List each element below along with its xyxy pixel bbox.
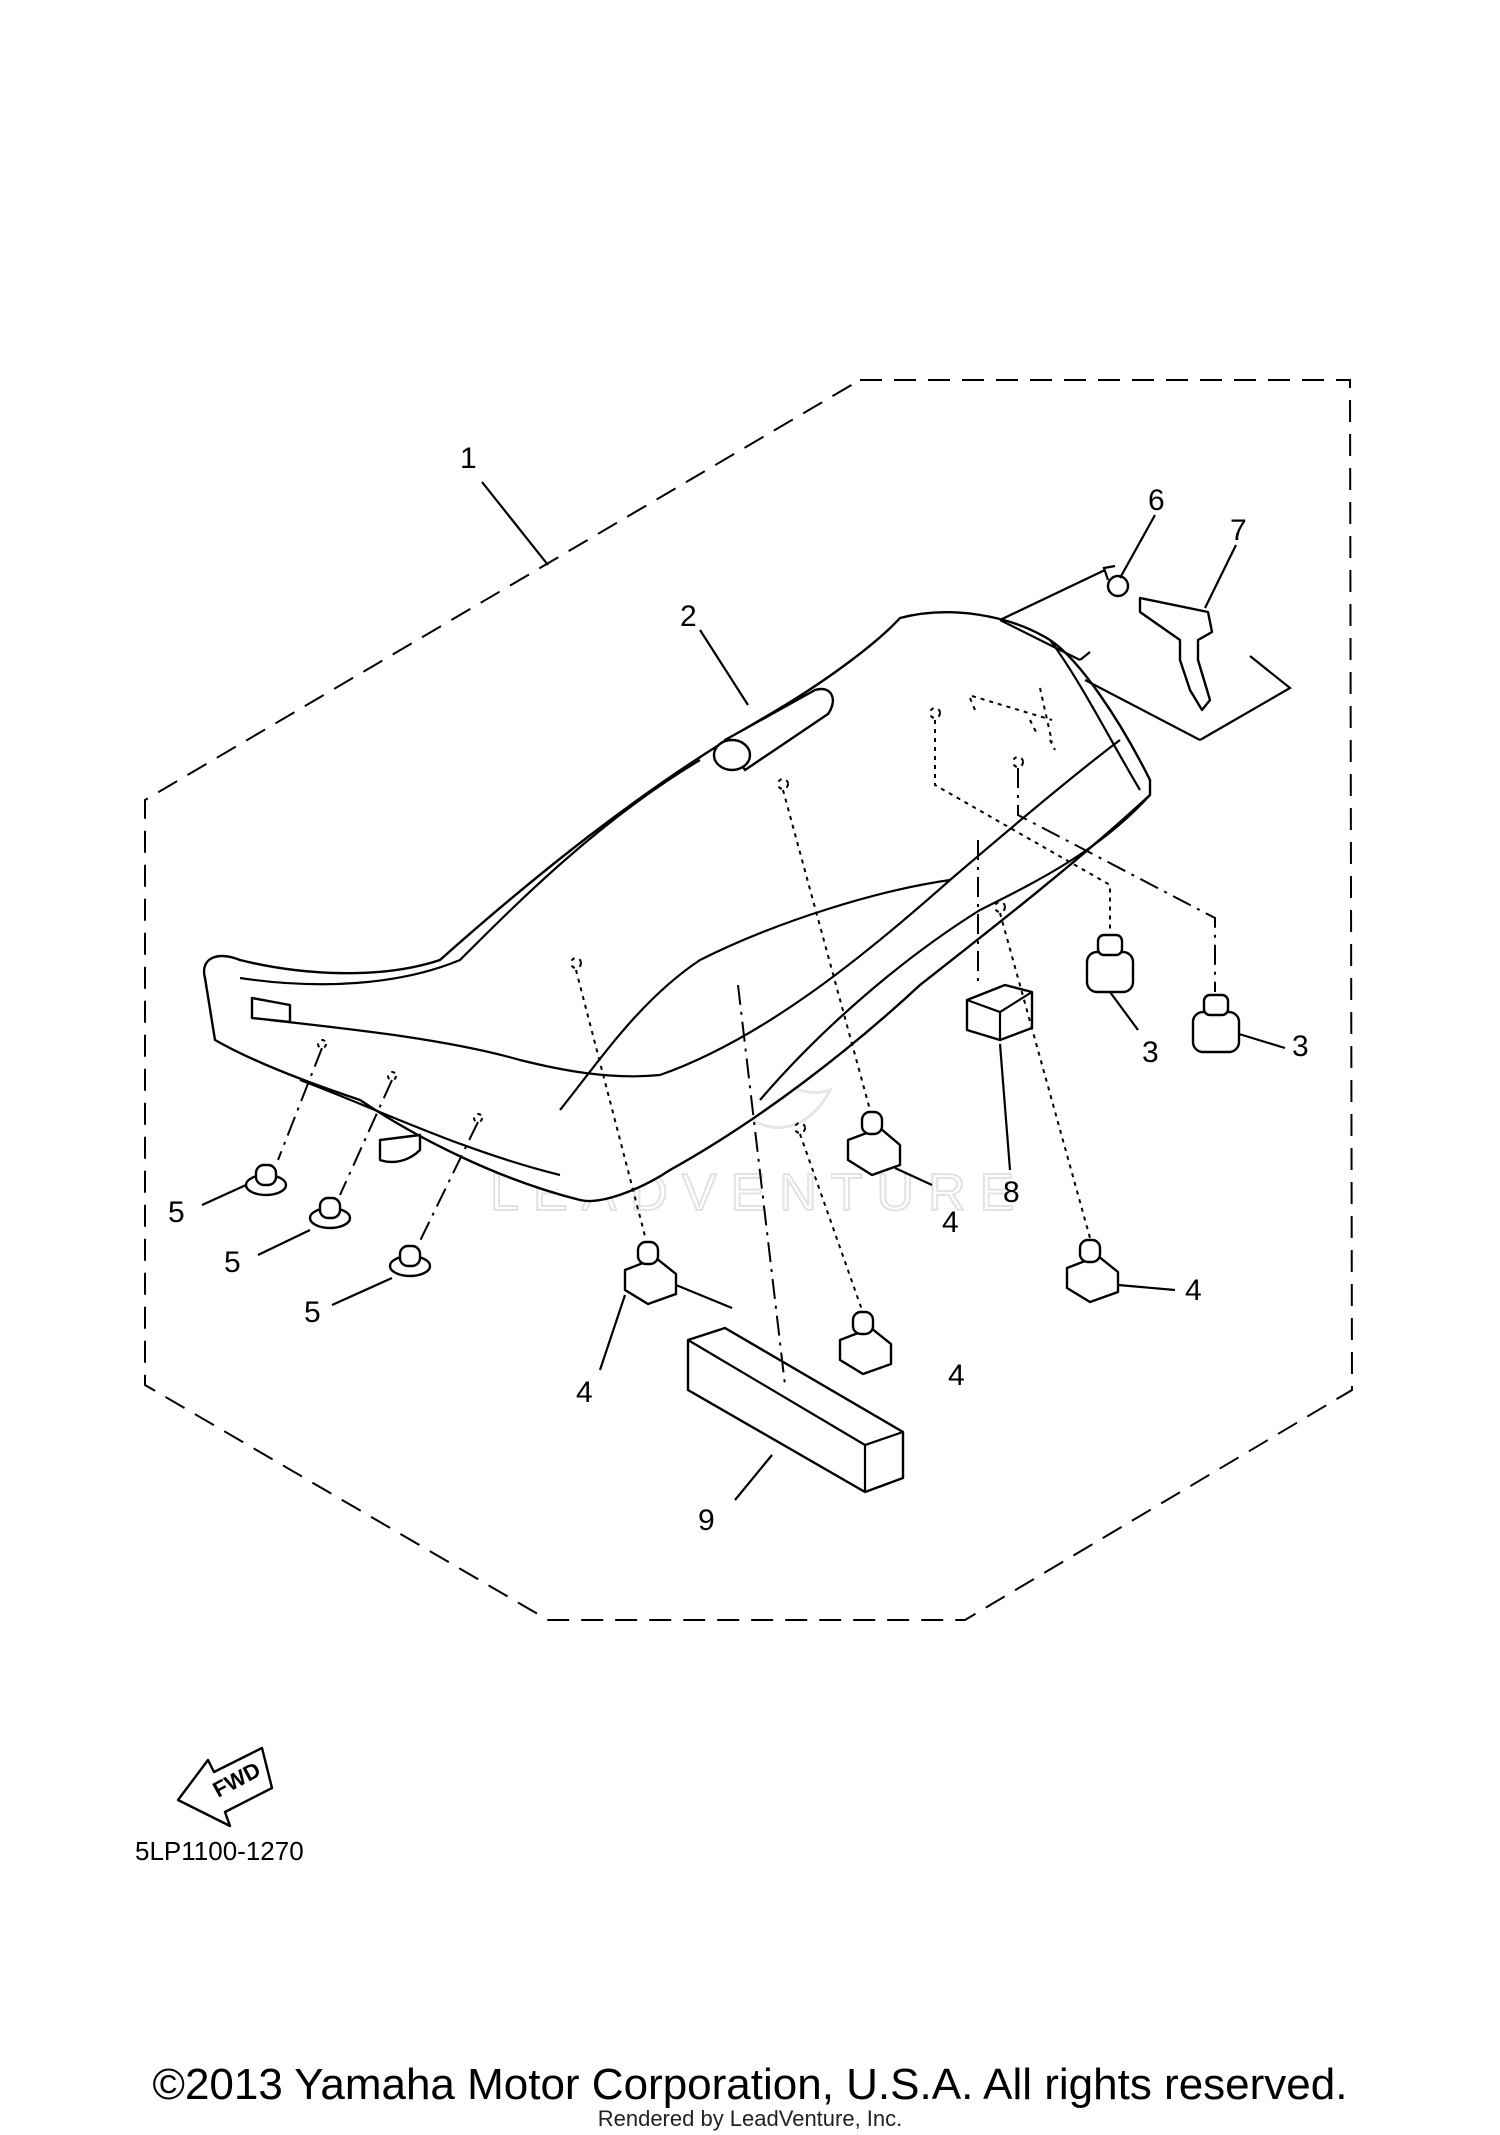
grommet-5c	[388, 1244, 432, 1278]
fwd-arrow: FWD	[176, 1746, 274, 1828]
seat-rear-edge	[1049, 639, 1141, 791]
callout-4-lower: 4	[948, 1359, 965, 1392]
grommet-5a	[244, 1163, 288, 1197]
strap-end	[712, 738, 752, 772]
callout-2: 2	[680, 600, 697, 633]
part-6-clip-tab	[1102, 564, 1116, 581]
callout-8: 8	[1003, 1176, 1020, 1209]
strap-body	[723, 687, 834, 772]
callout-5-middle: 5	[224, 1246, 241, 1279]
mount-hole-markers	[317, 697, 1056, 1134]
damper-b-body	[1191, 1010, 1241, 1054]
callout-6: 6	[1148, 484, 1165, 517]
lock-box-lower	[1084, 679, 1201, 741]
callout-4-left: 4	[576, 1376, 593, 1409]
part-9-block	[686, 1326, 905, 1494]
seat-cover	[202, 611, 1152, 1203]
leader-lines	[201, 481, 1286, 1501]
callout-4-center: 4	[942, 1206, 959, 1239]
callout-5-top: 5	[168, 1196, 185, 1229]
assembly-boundary	[144, 379, 1354, 1621]
seat-base-line	[299, 1078, 561, 1177]
callout-5-bottom: 5	[304, 1296, 321, 1329]
damper-a-stem	[1096, 933, 1124, 957]
callout-1: 1	[460, 442, 477, 475]
diagram-code: 5LP1100-1270	[135, 1836, 304, 1866]
nut-4b	[1065, 1238, 1120, 1304]
seat-side-line	[269, 1018, 661, 1078]
assembly-lines	[277, 687, 1216, 1386]
callout-9: 9	[698, 1504, 715, 1537]
part-9-block-edge	[687, 1339, 904, 1492]
grommet-5b	[308, 1196, 352, 1230]
callout-4-right: 4	[1185, 1274, 1202, 1307]
part-6-clip	[1106, 574, 1130, 598]
seat-lock-assembly	[999, 564, 1292, 741]
part-2-strap	[712, 687, 834, 772]
callout-3-right: 3	[1292, 1030, 1309, 1063]
rendered-by-credit: Rendered by LeadVenture, Inc.	[597, 2106, 903, 2131]
seat-rear-bottom	[759, 794, 1151, 1101]
part-4-nuts	[623, 1110, 1120, 1376]
callout-3-left: 3	[1142, 1036, 1159, 1069]
part-3-damper-b	[1191, 993, 1241, 1054]
nut-4c	[623, 1240, 678, 1306]
callout-7: 7	[1230, 514, 1247, 547]
lock-box-outline	[999, 569, 1292, 741]
fwd-arrow-icon	[176, 1746, 274, 1828]
seat-top-edge	[239, 759, 701, 986]
nut-4a	[846, 1110, 902, 1177]
seat-assembly	[202, 611, 1152, 1203]
callout-labels: 1 2 3 3 4 4 4 4 5 5 5 6 7 8 9	[168, 442, 1309, 1537]
part-5-grommets	[244, 1163, 432, 1278]
part-7-lever	[1138, 596, 1214, 712]
copyright-notice: ©2013 Yamaha Motor Corporation, U.S.A. A…	[152, 2060, 1348, 2109]
damper-a-body	[1085, 950, 1135, 994]
part-8-pad-edge	[966, 991, 1033, 1040]
part-3-damper-a	[1085, 933, 1135, 994]
nut-4d	[838, 1310, 893, 1376]
damper-b-stem	[1202, 993, 1230, 1017]
mid-mount-bracket	[378, 1133, 422, 1164]
front-mount-tab	[250, 996, 292, 1024]
seat-flank-curve	[559, 878, 951, 1111]
